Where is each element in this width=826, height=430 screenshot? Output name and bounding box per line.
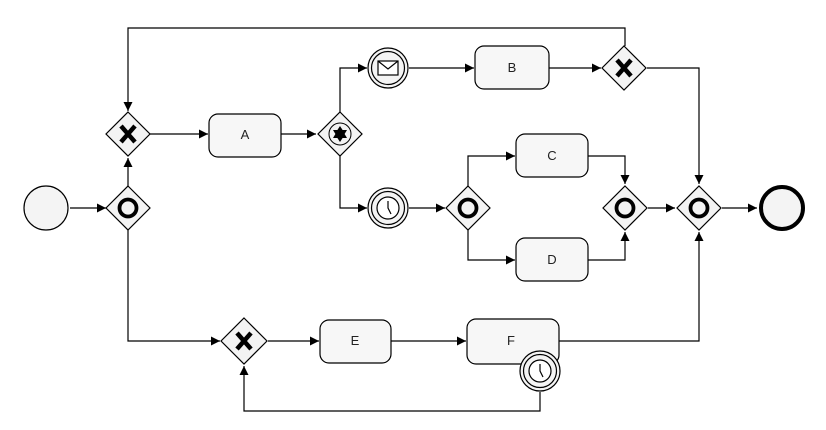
flow-inclusive-split-cd-to-task-d: [467, 230, 515, 265]
task-a-label: A: [241, 127, 250, 142]
task-a: A: [208, 113, 282, 158]
inclusive-gateway-join-cd: [602, 185, 648, 231]
inclusive-gateway-join-final: [676, 185, 722, 231]
task-b-label: B: [508, 60, 517, 75]
task-b: B: [474, 45, 550, 90]
flow-inclusive-split-cd-to-task-c: [467, 151, 515, 186]
flow-loop-to-xor-a: [123, 27, 626, 111]
exclusive-gateway-e: [220, 317, 268, 365]
flow-task-c-to-inclusive-join-cd: [588, 155, 630, 184]
envelope-icon: [377, 60, 399, 76]
flow-inclusive-split-to-xor-e: [127, 230, 220, 346]
flow-event-gateway-to-message: [339, 63, 367, 112]
task-f-label: F: [507, 333, 515, 348]
sequence-flows: [70, 27, 757, 412]
message-catch-event: [367, 47, 409, 89]
flow-task-f-to-final-join: [559, 232, 704, 342]
task-e-label: E: [351, 333, 360, 348]
task-d: D: [515, 237, 589, 282]
boundary-timer-event: [519, 350, 561, 392]
task-d-label: D: [547, 252, 556, 267]
event-based-gateway: [317, 111, 363, 157]
clock-icon: [376, 196, 400, 220]
flow-event-gateway-to-timer: [339, 156, 367, 213]
timer-catch-event: [367, 187, 409, 229]
flow-task-d-to-inclusive-join-cd: [588, 232, 630, 261]
inclusive-gateway-split: [105, 185, 151, 231]
exclusive-gateway-b: [601, 45, 647, 91]
start-event: [23, 185, 69, 231]
task-e: E: [319, 319, 392, 364]
clock-icon: [528, 359, 552, 383]
inclusive-gateway-split-cd: [445, 185, 491, 231]
exclusive-gateway-a: [105, 111, 151, 157]
flow-xor-b-to-inclusive-join-final: [647, 67, 704, 184]
flow-boundary-timer-to-xor-e: [239, 366, 541, 412]
task-c-label: C: [547, 148, 556, 163]
end-event: [759, 185, 805, 231]
task-c: C: [515, 133, 589, 178]
